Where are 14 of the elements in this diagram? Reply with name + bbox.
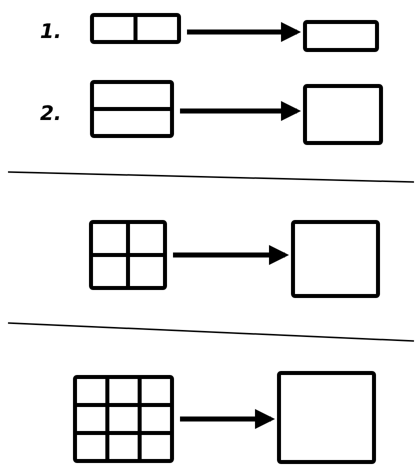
grid-drawing	[90, 13, 181, 44]
square-box	[303, 84, 383, 145]
step-number: 1.	[40, 20, 62, 42]
grid-drawing	[89, 220, 167, 290]
arrow	[173, 245, 289, 265]
square-box	[277, 371, 376, 464]
grid-drawing	[90, 80, 174, 138]
arrow	[180, 101, 301, 121]
grid-drawing	[73, 375, 174, 463]
square-box	[291, 220, 380, 298]
square-box	[303, 20, 379, 52]
arrow	[180, 409, 275, 429]
step-number: 2.	[40, 102, 62, 124]
arrow	[187, 22, 301, 42]
